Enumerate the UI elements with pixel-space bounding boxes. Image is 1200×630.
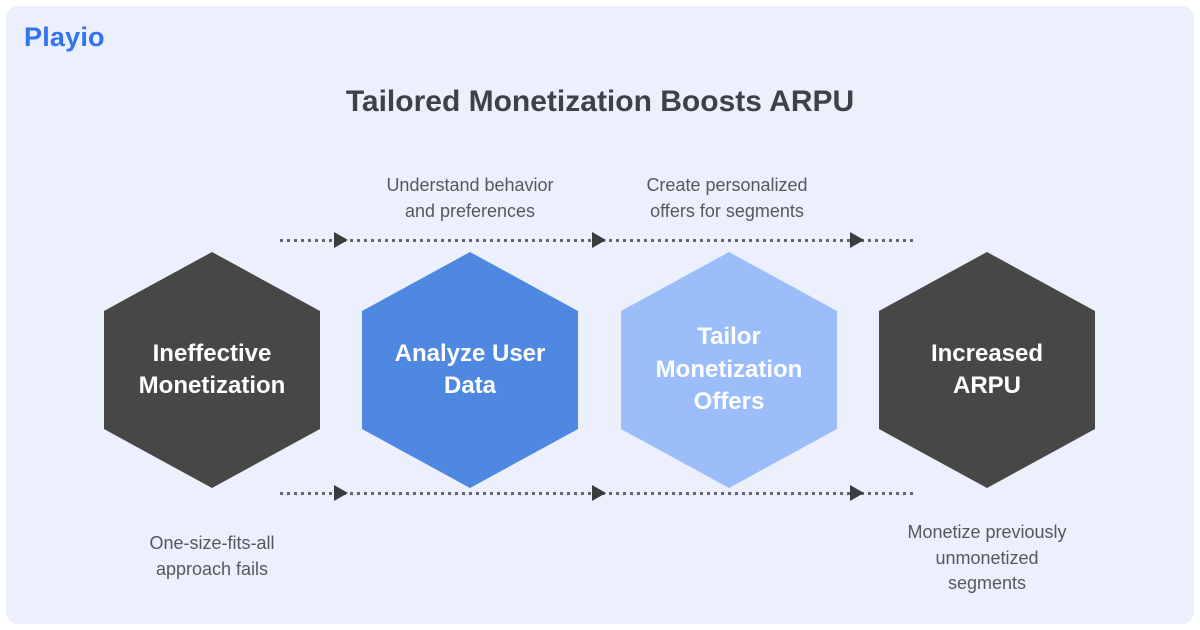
hexagon-label: Tailor Monetization Offers [655,323,803,416]
hexagon-label: Ineffective Monetization [138,339,286,399]
hexagon-analyze-user-data: Analyze User Data [362,252,578,488]
arrowhead-icon [334,232,348,248]
arrowhead-icon [334,485,348,501]
hexagon-label: Analyze User Data [394,339,546,399]
top-dotted-arrow-line [280,232,916,248]
playio-logo: Playio [24,22,105,52]
bottom-dotted-arrow-line [280,485,916,501]
arrowhead-icon [850,232,864,248]
page-title: Tailored Monetization Boosts ARPU [345,85,855,118]
annotation-create-offers: Create personalized offers for segments [646,175,808,221]
hexagon-ineffective-monetization: Ineffective Monetization [104,252,320,488]
annotation-monetize-unmonetized: Monetize previously unmonetized segments [907,522,1067,594]
hexagon-label: Increased ARPU [930,339,1044,399]
hexagon-tailor-monetization-offers: Tailor Monetization Offers [621,252,837,488]
hexagon-increased-arpu: Increased ARPU [879,252,1095,488]
arrowhead-icon [592,232,606,248]
annotation-understand-behavior: Understand behavior and preferences [386,175,554,221]
annotation-one-size-fits-all: One-size-fits-all approach fails [149,533,275,579]
arrowhead-icon [592,485,606,501]
arrowhead-icon [850,485,864,501]
